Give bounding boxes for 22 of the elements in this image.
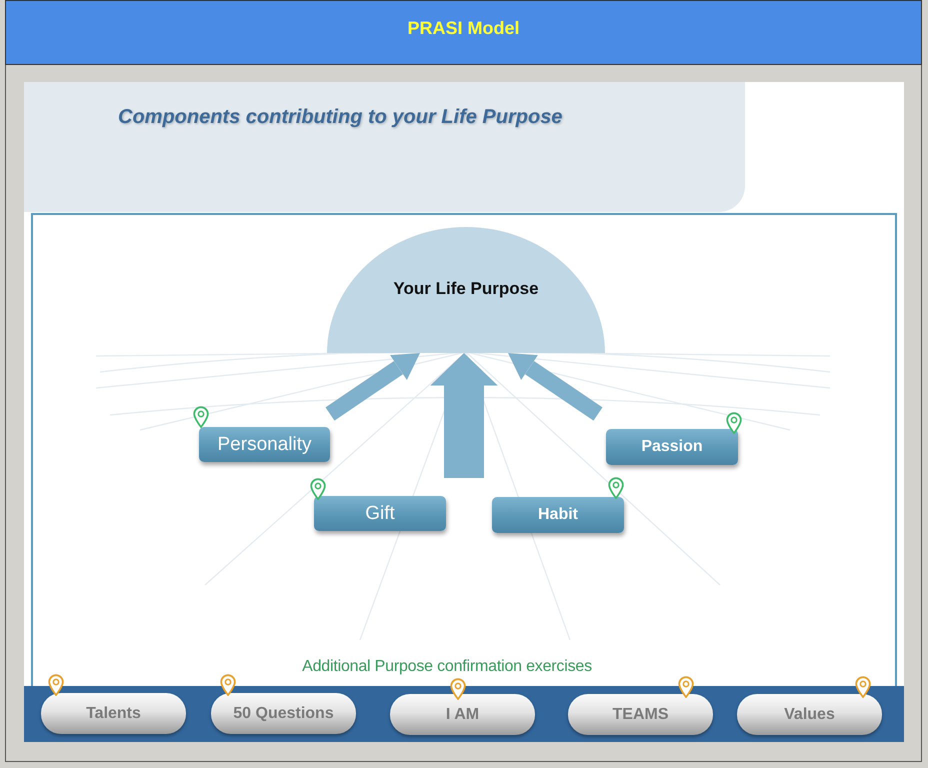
component-label: Habit: [538, 506, 578, 524]
exercise-button: Values: [737, 694, 882, 735]
panel-heading: Components contributing to your Life Purpose: [118, 106, 562, 129]
component-tile: [314, 496, 446, 531]
component-tile: [199, 427, 330, 462]
title: PRASI Model: [408, 18, 520, 39]
component-label: Personality: [218, 434, 312, 456]
arrow: [430, 353, 498, 478]
component-label: Passion: [641, 438, 703, 456]
semicircle-node: [327, 227, 605, 353]
node-label: Your Life Purpose: [393, 279, 539, 299]
arrow: [508, 353, 602, 421]
section-heading: Additional Purpose confirmation exercises: [302, 658, 592, 676]
component-tile: [606, 429, 738, 465]
exercise-button: I AM: [390, 694, 535, 735]
exercise-button: 50 Questions: [211, 693, 356, 734]
exercise-button: TEAMS: [568, 694, 713, 735]
component-tile: [492, 497, 624, 533]
component-label: Gift: [365, 502, 395, 524]
arrow: [326, 353, 420, 421]
heading-panel: [24, 82, 745, 212]
exercise-button: Talents: [41, 693, 186, 734]
